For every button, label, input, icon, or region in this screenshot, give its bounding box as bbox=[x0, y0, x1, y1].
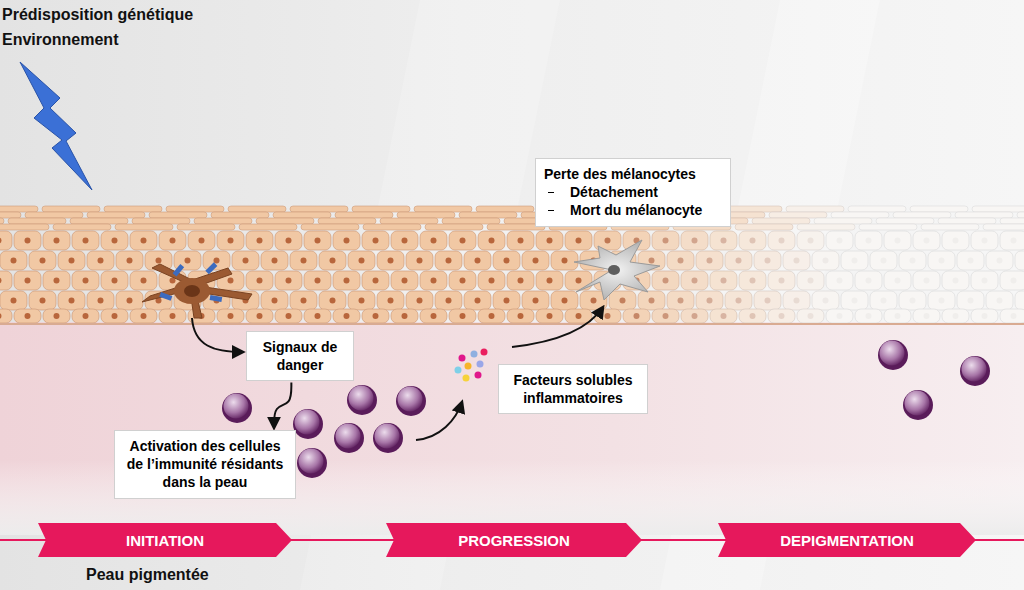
box-text: DEPIGMENTATION bbox=[780, 532, 914, 549]
connector-arrow bbox=[274, 382, 291, 428]
list-item: Détachement bbox=[570, 183, 658, 201]
phase-arrow: INITIATION bbox=[38, 523, 292, 557]
text-box: Activation des cellules de l’immunité ré… bbox=[114, 430, 296, 499]
phase-arrow: PROGRESSION bbox=[386, 523, 642, 557]
text-box: Perte des mélanocytesDétachementMort du … bbox=[535, 158, 731, 227]
box-text: PROGRESSION bbox=[458, 532, 570, 549]
list-item: Mort du mélanocyte bbox=[570, 201, 702, 219]
phase-arrow: DEPIGMENTATION bbox=[718, 523, 976, 557]
box-text: INITIATION bbox=[126, 532, 204, 549]
bullet-dash bbox=[548, 210, 554, 211]
plain-label: Prédisposition génétique bbox=[2, 6, 193, 24]
text-box: Facteurs solubles inflammatoires bbox=[498, 364, 648, 414]
box-text: Activation des cellules de l’immunité ré… bbox=[127, 438, 283, 490]
bullet-dash bbox=[548, 192, 554, 193]
box-text: Perte des mélanocytes bbox=[544, 166, 696, 182]
plain-label: Environnement bbox=[2, 31, 118, 49]
plain-label: Peau pigmentée bbox=[86, 566, 209, 584]
text-box: Signaux de danger bbox=[246, 331, 354, 381]
box-text: Facteurs solubles inflammatoires bbox=[513, 372, 632, 406]
box-text: Signaux de danger bbox=[263, 339, 338, 373]
